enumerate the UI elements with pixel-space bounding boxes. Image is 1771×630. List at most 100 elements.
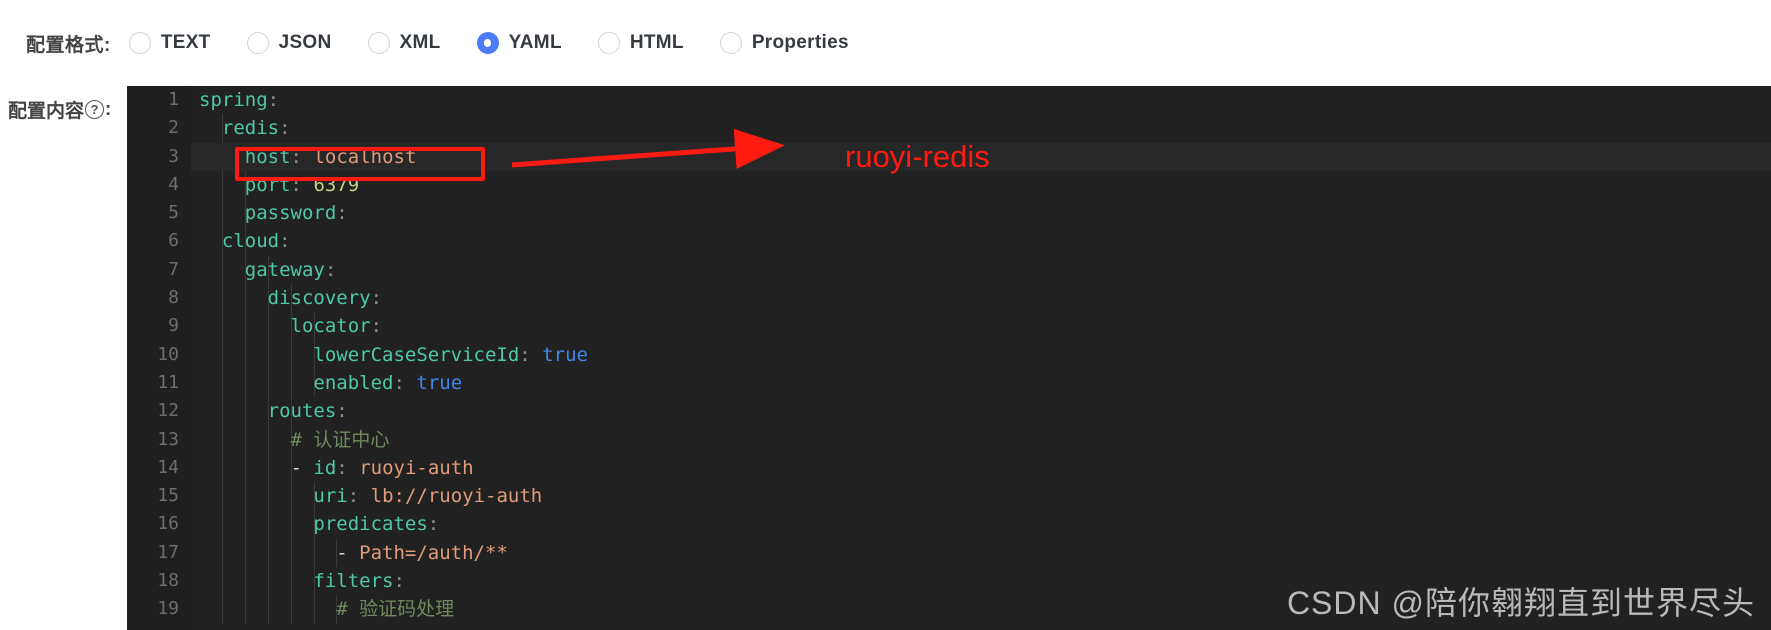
token-str: ruoyi-auth bbox=[359, 456, 474, 479]
token-k: cloud bbox=[221, 230, 280, 253]
token-plain bbox=[199, 202, 245, 224]
code-line[interactable]: 2 redis: bbox=[127, 114, 1771, 142]
code-line[interactable]: 4 port: 6379 bbox=[127, 171, 1771, 199]
radio-option-text[interactable]: TEXT bbox=[128, 32, 211, 54]
code-line[interactable]: 10 lowerCaseServiceId: true bbox=[127, 341, 1771, 369]
token-k: routes bbox=[267, 400, 337, 423]
line-content[interactable]: # 认证中心 bbox=[191, 426, 1771, 454]
radio-option-yaml[interactable]: YAML bbox=[476, 32, 562, 54]
token-plain bbox=[199, 174, 245, 196]
radio-unchecked-icon[interactable] bbox=[597, 32, 620, 54]
line-content[interactable]: # 验证码处理 bbox=[191, 595, 1771, 623]
token-k: uri bbox=[313, 485, 348, 508]
code-line[interactable]: 7 gateway: bbox=[127, 256, 1771, 284]
radio-option-label: HTML bbox=[629, 32, 684, 53]
radio-option-json[interactable]: JSON bbox=[246, 32, 332, 54]
code-line[interactable]: 11 enabled: true bbox=[127, 369, 1771, 397]
token-plain bbox=[199, 457, 291, 479]
line-content[interactable]: locator: bbox=[191, 312, 1771, 340]
code-line[interactable]: 13 # 认证中心 bbox=[127, 426, 1771, 454]
token-plain bbox=[199, 146, 245, 168]
line-content[interactable]: host: localhost bbox=[191, 142, 1771, 171]
line-content[interactable]: port: 6379 bbox=[191, 171, 1771, 199]
token-plain bbox=[199, 259, 245, 281]
config-format-radio-group[interactable]: TEXT JSON XML YAML HTML Properties bbox=[128, 32, 885, 54]
line-content[interactable]: uri: lb://ruoyi-auth bbox=[191, 482, 1771, 510]
radio-unchecked-icon[interactable] bbox=[246, 32, 269, 54]
radio-option-label: Properties bbox=[751, 32, 849, 53]
code-line[interactable]: 16 predicates: bbox=[127, 510, 1771, 538]
token-pn: : bbox=[336, 202, 348, 225]
radio-option-label: YAML bbox=[508, 32, 562, 53]
line-content[interactable]: filters: bbox=[191, 567, 1771, 595]
token-plain bbox=[199, 315, 291, 337]
token-plain bbox=[199, 542, 336, 564]
token-plain bbox=[199, 372, 313, 394]
line-number: 10 bbox=[157, 343, 179, 365]
token-plain bbox=[199, 230, 222, 252]
line-content[interactable]: - id: ruoyi-auth bbox=[191, 454, 1771, 482]
code-line[interactable]: 19 # 验证码处理 bbox=[127, 595, 1771, 623]
token-pn: : bbox=[290, 145, 302, 168]
line-content[interactable]: enabled: true bbox=[191, 369, 1771, 397]
token-str: Path=/auth/** bbox=[359, 541, 508, 564]
radio-option-properties[interactable]: Properties bbox=[719, 32, 849, 54]
code-line[interactable]: 15 uri: lb://ruoyi-auth bbox=[127, 482, 1771, 510]
code-line[interactable]: 5 password: bbox=[127, 199, 1771, 227]
watermark: CSDN @陪你翱翔直到世界尽头 bbox=[1286, 585, 1755, 621]
line-number: 14 bbox=[157, 456, 179, 478]
code-line[interactable]: 17 - Path=/auth/** bbox=[127, 539, 1771, 567]
radio-checked-icon[interactable] bbox=[476, 32, 499, 54]
token-k: id bbox=[313, 456, 337, 479]
token-pn: : bbox=[336, 400, 348, 423]
line-number: 12 bbox=[157, 400, 179, 422]
line-content[interactable]: gateway: bbox=[191, 256, 1771, 284]
token-dash: - bbox=[336, 541, 360, 564]
radio-unchecked-icon[interactable] bbox=[719, 32, 742, 54]
line-content[interactable]: spring: bbox=[191, 86, 1771, 114]
line-content[interactable]: - Path=/auth/** bbox=[191, 539, 1771, 567]
line-content[interactable]: discovery: bbox=[191, 284, 1771, 312]
radio-unchecked-icon[interactable] bbox=[367, 32, 390, 54]
token-k: port bbox=[244, 173, 291, 196]
token-pn: : bbox=[336, 456, 348, 479]
radio-unchecked-icon[interactable] bbox=[128, 32, 151, 54]
line-number: 3 bbox=[168, 145, 179, 167]
code-line[interactable]: 6 cloud: bbox=[127, 227, 1771, 255]
help-icon[interactable]: ? bbox=[85, 100, 105, 119]
code-line[interactable]: 8 discovery: bbox=[127, 284, 1771, 312]
token-k: password bbox=[244, 202, 337, 225]
code-line[interactable]: 3 host: localhost bbox=[127, 142, 1771, 171]
token-pn: : bbox=[290, 173, 302, 196]
code-line[interactable]: 12 routes: bbox=[127, 397, 1771, 425]
line-content[interactable]: cloud: bbox=[191, 227, 1771, 255]
code-line[interactable]: 18 filters: bbox=[127, 567, 1771, 595]
line-content[interactable]: lowerCaseServiceId: true bbox=[191, 341, 1771, 369]
radio-option-html[interactable]: HTML bbox=[597, 32, 684, 54]
config-content-label-colon: : bbox=[105, 98, 112, 120]
config-content-label: 配置内容 ? : bbox=[8, 96, 111, 123]
token-k: host bbox=[244, 145, 291, 168]
radio-option-xml[interactable]: XML bbox=[367, 32, 441, 54]
line-content[interactable]: routes: bbox=[191, 397, 1771, 425]
token-k: gateway bbox=[244, 258, 325, 281]
token-plain bbox=[199, 429, 291, 451]
line-number: 8 bbox=[168, 287, 179, 309]
line-content[interactable]: predicates: bbox=[191, 510, 1771, 538]
token-dash: - bbox=[290, 456, 314, 479]
token-k: discovery bbox=[267, 287, 371, 310]
token-plain bbox=[199, 513, 313, 535]
code-line[interactable]: 9 locator: bbox=[127, 312, 1771, 340]
line-content[interactable]: redis: bbox=[191, 114, 1771, 142]
radio-option-label: JSON bbox=[278, 32, 332, 53]
token-k: enabled bbox=[313, 371, 394, 394]
token-plain bbox=[302, 174, 313, 196]
code-line[interactable]: 14 - id: ruoyi-auth bbox=[127, 454, 1771, 482]
token-plain bbox=[405, 372, 416, 394]
line-content[interactable]: password: bbox=[191, 199, 1771, 227]
line-number: 19 bbox=[157, 598, 179, 620]
